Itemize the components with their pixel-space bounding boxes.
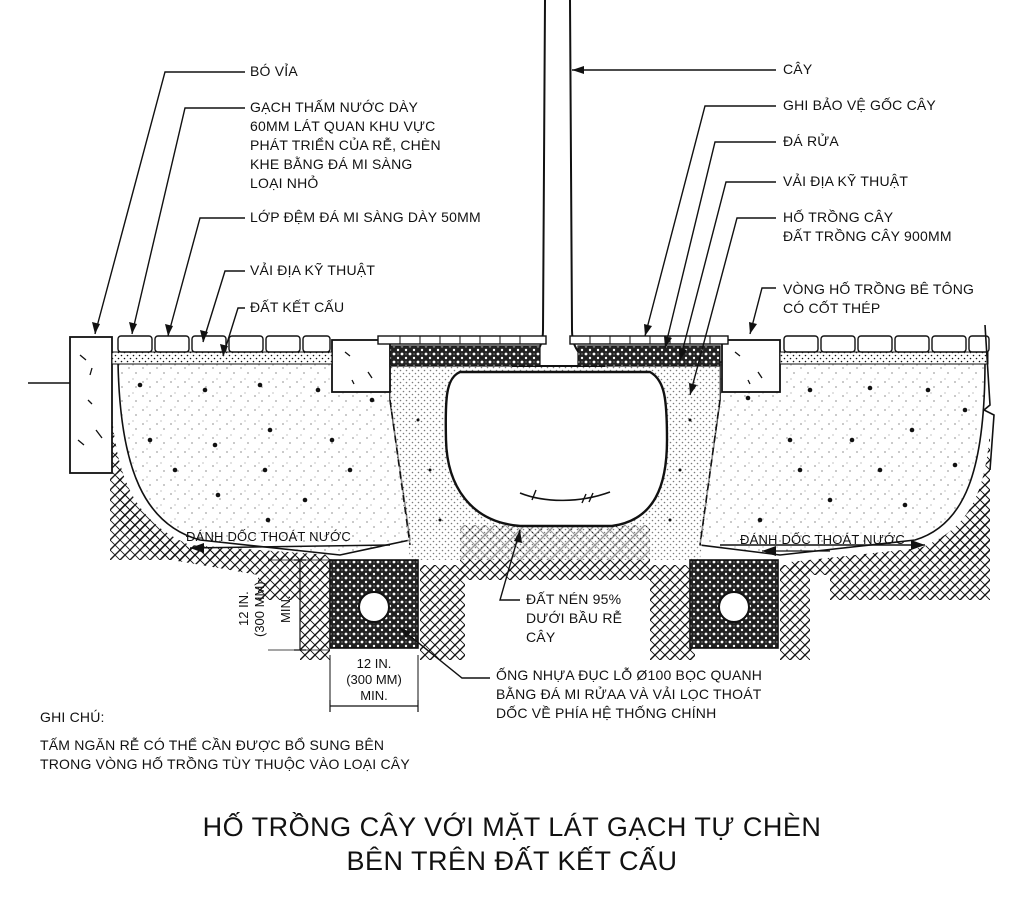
dim-height-imperial: 12 IN. — [236, 591, 251, 627]
dim-height-metric: (300 MM) — [252, 581, 267, 637]
note-heading: GHI CHÚ: — [40, 709, 105, 725]
bedding-left — [111, 351, 333, 365]
dim-width: 12 IN. (300 MM) MIN. — [346, 656, 402, 703]
label-structural-soil: ĐẤT KẾT CẤU — [250, 299, 345, 315]
washed-stone-left — [389, 345, 541, 367]
leaders-left — [94, 71, 245, 357]
pit-ring-left — [331, 339, 391, 393]
tree-trunk — [511, 0, 606, 367]
soil-aggregate-marks — [137, 382, 968, 523]
label-curb: BÓ VỈA — [250, 63, 298, 79]
label-washed-stone: ĐÁ RỬA — [783, 133, 839, 149]
note-body: TẤM NGĂN RỄ CÓ THỂ CẦN ĐƯỢC BỔ SUNG BÊN … — [40, 737, 410, 772]
slope-label-left: ĐÁNH DỐC THOÁT NƯỚC — [186, 529, 351, 544]
pit-ring-right — [721, 339, 781, 393]
label-compacted-soil: ĐẤT NÉN 95% DƯỚI BẦU RỄ CÂY — [526, 591, 623, 645]
curb — [69, 336, 113, 474]
drawing-title: HỐ TRỒNG CÂY VỚI MẶT LÁT GẠCH TỰ CHÈN BÊ… — [202, 812, 822, 876]
label-tree: CÂY — [783, 61, 813, 77]
tree-grate — [377, 335, 729, 345]
leaders-right — [572, 69, 776, 396]
bedding-right — [779, 351, 989, 365]
label-planting-pit: HỐ TRỒNG CÂY ĐẤT TRỒNG CÂY 900MM — [783, 209, 952, 244]
structural-soil-left — [117, 361, 411, 556]
label-pit-ring: VÒNG HỐ TRỒNG BÊ TÔNG CÓ CỐT THÉP — [783, 281, 975, 316]
drain-pipe-right — [718, 591, 750, 623]
slope-label-right: ĐÁNH DỐC THOÁT NƯỚC — [740, 532, 905, 547]
pavers-right — [783, 335, 990, 353]
label-drain-pipe: ỐNG NHỰA ĐỤC LỖ Ø100 BỌC QUANH BẰNG ĐÁ M… — [496, 667, 763, 721]
label-grate: GHI BẢO VỆ GỐC CÂY — [783, 97, 936, 113]
label-geotextile-left: VẢI ĐỊA KỸ THUẬT — [250, 262, 376, 278]
label-paver: GẠCH THẤM NƯỚC DÀY 60MM LÁT QUAN KHU VỰC… — [250, 99, 441, 191]
label-geotextile-right: VẢI ĐỊA KỸ THUẬT — [783, 173, 909, 189]
root-ball — [444, 370, 669, 528]
label-bedding: LỚP ĐỆM ĐÁ MI SÀNG DÀY 50MM — [250, 209, 481, 225]
pavers-left — [117, 335, 331, 353]
dim-height-min: MIN. — [278, 595, 293, 623]
drain-pipe-left — [358, 591, 390, 623]
